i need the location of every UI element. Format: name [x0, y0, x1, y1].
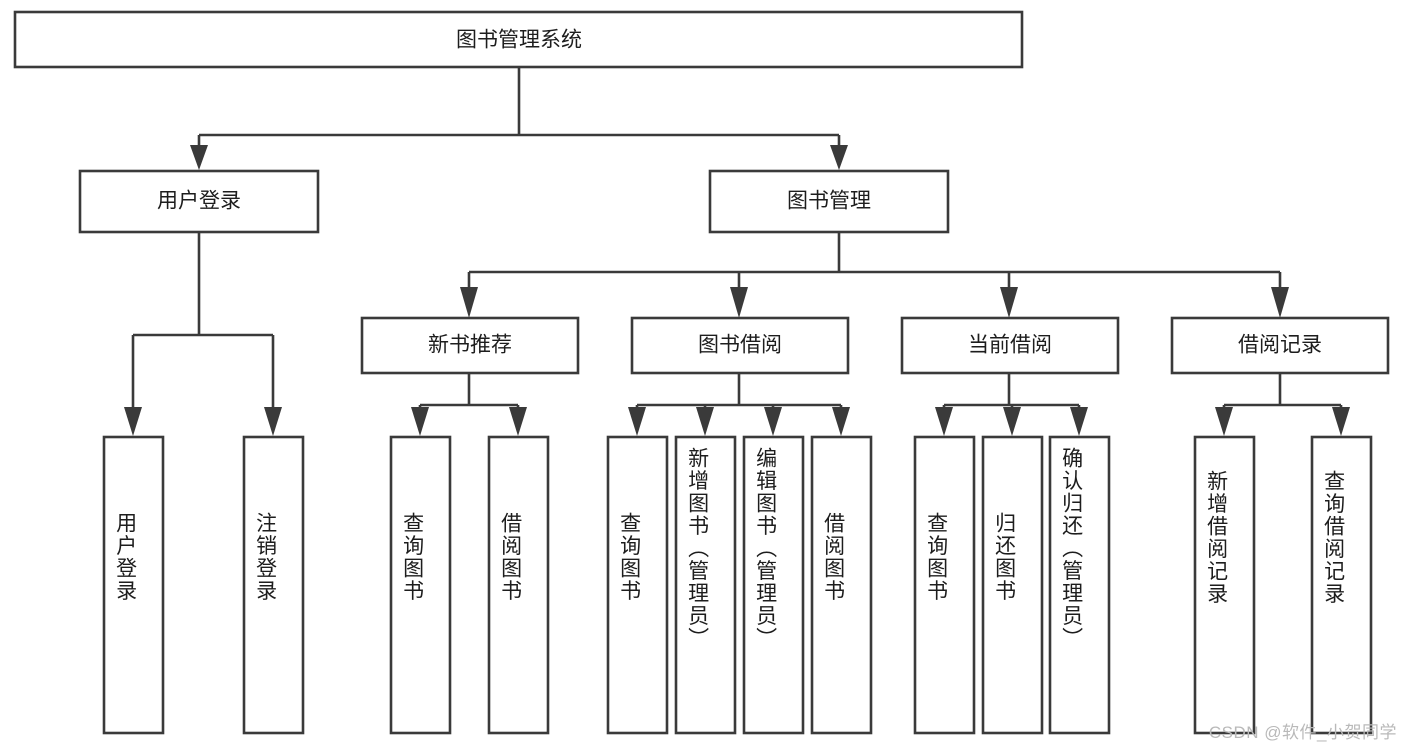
node-book-management-box[interactable]	[708, 169, 950, 234]
leaf-query-book-current[interactable]: 查询图书	[913, 435, 976, 735]
arrowhead-leaf-query-book-2	[628, 407, 646, 436]
leaf-borrow-book-recommend[interactable]: 借阅图书	[487, 435, 550, 735]
leaf-user-login[interactable]: 用户登录	[102, 435, 165, 735]
node-user-login-label: 用户登录	[157, 190, 241, 213]
leaf-query-book-borrow-box[interactable]	[606, 435, 669, 735]
arrowhead-borrow-records	[1271, 287, 1289, 318]
leaf-return-book-label: 归还图书	[993, 512, 1017, 602]
leaf-query-book-recommend[interactable]: 查询图书	[389, 435, 452, 735]
node-current-borrow-box[interactable]	[900, 316, 1120, 375]
node-root-box[interactable]	[13, 10, 1024, 69]
node-new-book-recommend-label: 新书推荐	[428, 334, 512, 357]
leaf-confirm-return-admin[interactable]: 确认归还（管理员）	[1048, 435, 1111, 735]
leaf-query-book-recommend-label: 查询图书	[401, 512, 425, 602]
arrowhead-leaf-confirm-return	[1070, 407, 1088, 436]
node-root[interactable]: 图书管理系统	[13, 10, 1024, 69]
node-book-management[interactable]: 图书管理	[708, 169, 950, 234]
leaf-confirm-return-admin-label: 确认归还（管理员）	[1060, 447, 1084, 650]
node-book-management-label: 图书管理	[787, 190, 871, 213]
node-current-borrow-label: 当前借阅	[968, 334, 1052, 357]
node-borrow-records-label: 借阅记录	[1238, 334, 1322, 357]
leaf-query-borrow-record-box[interactable]	[1310, 435, 1373, 735]
node-borrow-records[interactable]: 借阅记录	[1170, 316, 1390, 375]
connector-group	[124, 67, 1350, 436]
leaf-query-book-borrow-label: 查询图书	[618, 512, 642, 602]
leaf-add-book-admin-box[interactable]	[674, 435, 737, 735]
arrowhead-leaf-query-book-1	[411, 407, 429, 436]
leaf-add-borrow-record-label: 新增借阅记录	[1205, 470, 1229, 605]
leaf-confirm-return-admin-box[interactable]	[1048, 435, 1111, 735]
leaf-borrow-book[interactable]: 借阅图书	[810, 435, 873, 735]
leaf-query-book-current-label: 查询图书	[925, 512, 949, 602]
arrowhead-leaf-query-book-3	[935, 407, 953, 436]
node-root-label: 图书管理系统	[456, 29, 582, 52]
arrowhead-current-borrow	[1000, 287, 1018, 318]
leaf-query-book-recommend-box[interactable]	[389, 435, 452, 735]
leaf-query-borrow-record-label: 查询借阅记录	[1322, 470, 1346, 605]
leaf-query-borrow-record[interactable]: 查询借阅记录	[1310, 435, 1373, 735]
leaf-query-book-borrow[interactable]: 查询图书	[606, 435, 669, 735]
leaf-user-login-box[interactable]	[102, 435, 165, 735]
leaf-logout-box[interactable]	[242, 435, 305, 735]
leaf-edit-book-admin-box[interactable]	[742, 435, 805, 735]
arrowhead-leaf-borrow-book-1	[509, 407, 527, 436]
leaf-add-book-admin-label: 新增图书（管理员）	[686, 447, 710, 650]
node-book-borrow-label: 图书借阅	[698, 334, 782, 357]
leaf-add-book-admin[interactable]: 新增图书（管理员）	[674, 435, 737, 735]
node-current-borrow[interactable]: 当前借阅	[900, 316, 1120, 375]
leaf-borrow-book-box[interactable]	[810, 435, 873, 735]
arrowhead-new-books	[460, 287, 478, 318]
arrowhead-user-login	[190, 145, 208, 170]
leaf-borrow-book-recommend-label: 借阅图书	[499, 512, 523, 602]
node-new-book-recommend[interactable]: 新书推荐	[360, 316, 580, 375]
node-new-book-recommend-box[interactable]	[360, 316, 580, 375]
leaf-logout[interactable]: 注销登录	[242, 435, 305, 735]
arrowhead-leaf-user-login	[124, 407, 142, 436]
leaf-edit-book-admin-label: 编辑图书（管理员）	[754, 447, 778, 650]
arrowhead-book-mgmt	[830, 145, 848, 170]
leaf-edit-book-admin[interactable]: 编辑图书（管理员）	[742, 435, 805, 735]
arrowhead-leaf-return-book	[1003, 407, 1021, 436]
node-book-borrow-box[interactable]	[630, 316, 850, 375]
arrowhead-leaf-borrow-book-2	[832, 407, 850, 436]
node-borrow-records-box[interactable]	[1170, 316, 1390, 375]
leaf-add-borrow-record-box[interactable]	[1193, 435, 1256, 735]
leaf-borrow-book-label: 借阅图书	[822, 512, 846, 602]
leaf-return-book-box[interactable]	[981, 435, 1044, 735]
leaf-return-book[interactable]: 归还图书	[981, 435, 1044, 735]
arrowhead-leaf-edit-book	[764, 407, 782, 436]
node-user-login[interactable]: 用户登录	[78, 169, 320, 234]
leaf-add-borrow-record[interactable]: 新增借阅记录	[1193, 435, 1256, 735]
arrowhead-leaf-query-record	[1332, 407, 1350, 436]
arrowhead-book-borrow	[730, 287, 748, 318]
arrowhead-leaf-add-book	[696, 407, 714, 436]
leaf-user-login-label: 用户登录	[114, 512, 138, 602]
node-book-borrow[interactable]: 图书借阅	[630, 316, 850, 375]
leaf-query-book-current-box[interactable]	[913, 435, 976, 735]
arrowhead-leaf-logout	[264, 407, 282, 436]
node-user-login-box[interactable]	[78, 169, 320, 234]
leaf-logout-label: 注销登录	[254, 512, 278, 602]
arrowhead-leaf-add-record	[1215, 407, 1233, 436]
leaf-borrow-book-recommend-box[interactable]	[487, 435, 550, 735]
